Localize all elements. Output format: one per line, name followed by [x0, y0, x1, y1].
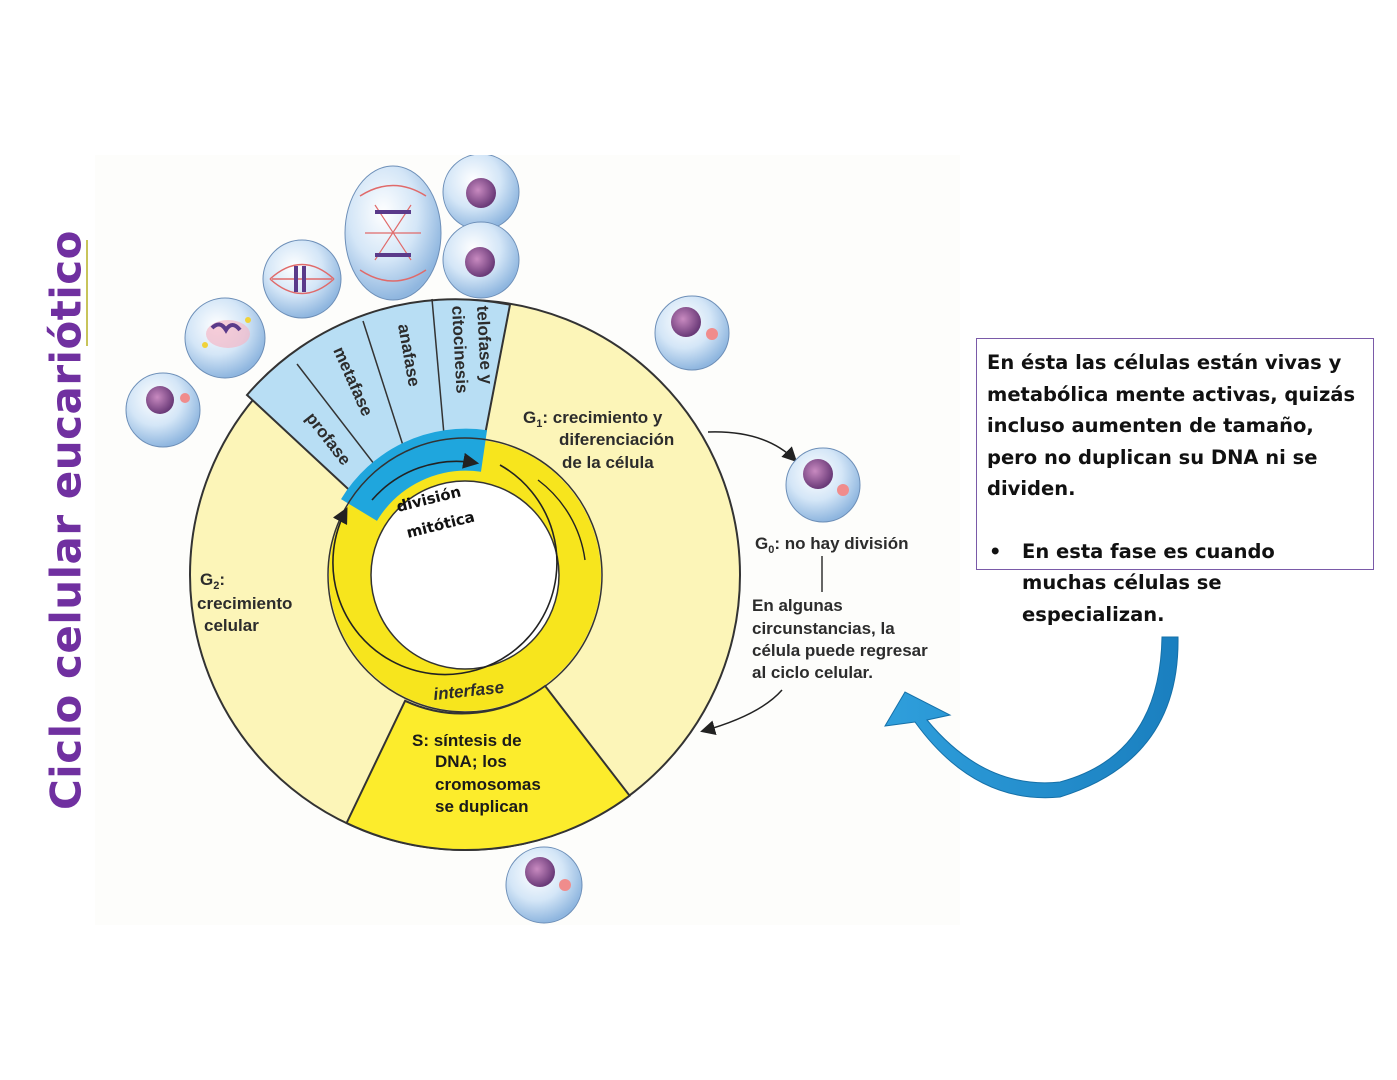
cell-illustration-s [505, 846, 583, 924]
phase-label-citocinesis: citocinesis [448, 305, 472, 394]
phase-label-telofase: telofase y [473, 305, 496, 385]
mitotic-ring-arc [341, 428, 488, 522]
g0-explanation-box: En ésta las células están vivas y metabó… [976, 338, 1374, 626]
cell-illustration-g1 [654, 295, 730, 371]
return-note-line4: al ciclo celular. [752, 663, 873, 682]
bullet-text: En esta fase es cuando muchas células se… [1022, 539, 1275, 626]
return-note-line2: circunstancias, la [752, 619, 895, 638]
s-label-line1: S: síntesis de [412, 731, 522, 750]
cell-cycle-diagram: profase metafase anafase telofase y cito… [95, 155, 960, 925]
cell-illustration-prophase [184, 297, 266, 379]
bullet-item: • En esta fase es cuando muchas células … [987, 536, 1365, 631]
slide-title: Ciclo celular eucariótico [41, 229, 91, 811]
arrow-to-g0 [707, 431, 798, 463]
ring-outer-edge [327, 437, 603, 713]
g1-label-line2: diferenciación [559, 430, 674, 449]
cell-illustration-g0 [785, 447, 861, 523]
g0-label: G0: no hay división [755, 534, 908, 556]
cell-illustration-telophase [442, 155, 520, 299]
mitosis-divider [431, 298, 446, 447]
bullet-symbol: • [989, 539, 1002, 563]
g1-label: G1: crecimiento y [523, 408, 663, 430]
cell-illustration-g2 [125, 372, 201, 448]
return-note-line3: célula puede regresar [752, 641, 928, 660]
return-note-line1: En algunas [752, 596, 843, 615]
cell-illustration-anaphase [344, 165, 442, 301]
title-accent-rule [86, 240, 88, 346]
g0-explanation-paragraph: En ésta las células están vivas y metabó… [987, 351, 1356, 500]
cell-cycle-svg: profase metafase anafase telofase y cito… [125, 155, 928, 924]
s-label-line4: se duplican [435, 797, 529, 816]
ring-arrow-mitosis [371, 452, 480, 501]
curved-return-arrow [884, 636, 1179, 799]
cell-illustration-metaphase [262, 239, 342, 319]
ring-arrow-interphase [332, 464, 558, 676]
ring-arc-inner [537, 479, 586, 561]
g1-label-line3: de la célula [562, 453, 654, 472]
g2-label-line2: crecimiento [197, 594, 292, 613]
arrow-from-g0 [700, 689, 783, 735]
g2-label: G2: [200, 570, 225, 592]
mitosis-divider [362, 320, 409, 462]
g2-label-line3: celular [204, 616, 259, 635]
s-label-line3: cromosomas [435, 775, 541, 794]
ring-inner-edge [370, 480, 560, 670]
s-label-line2: DNA; los [435, 752, 507, 771]
